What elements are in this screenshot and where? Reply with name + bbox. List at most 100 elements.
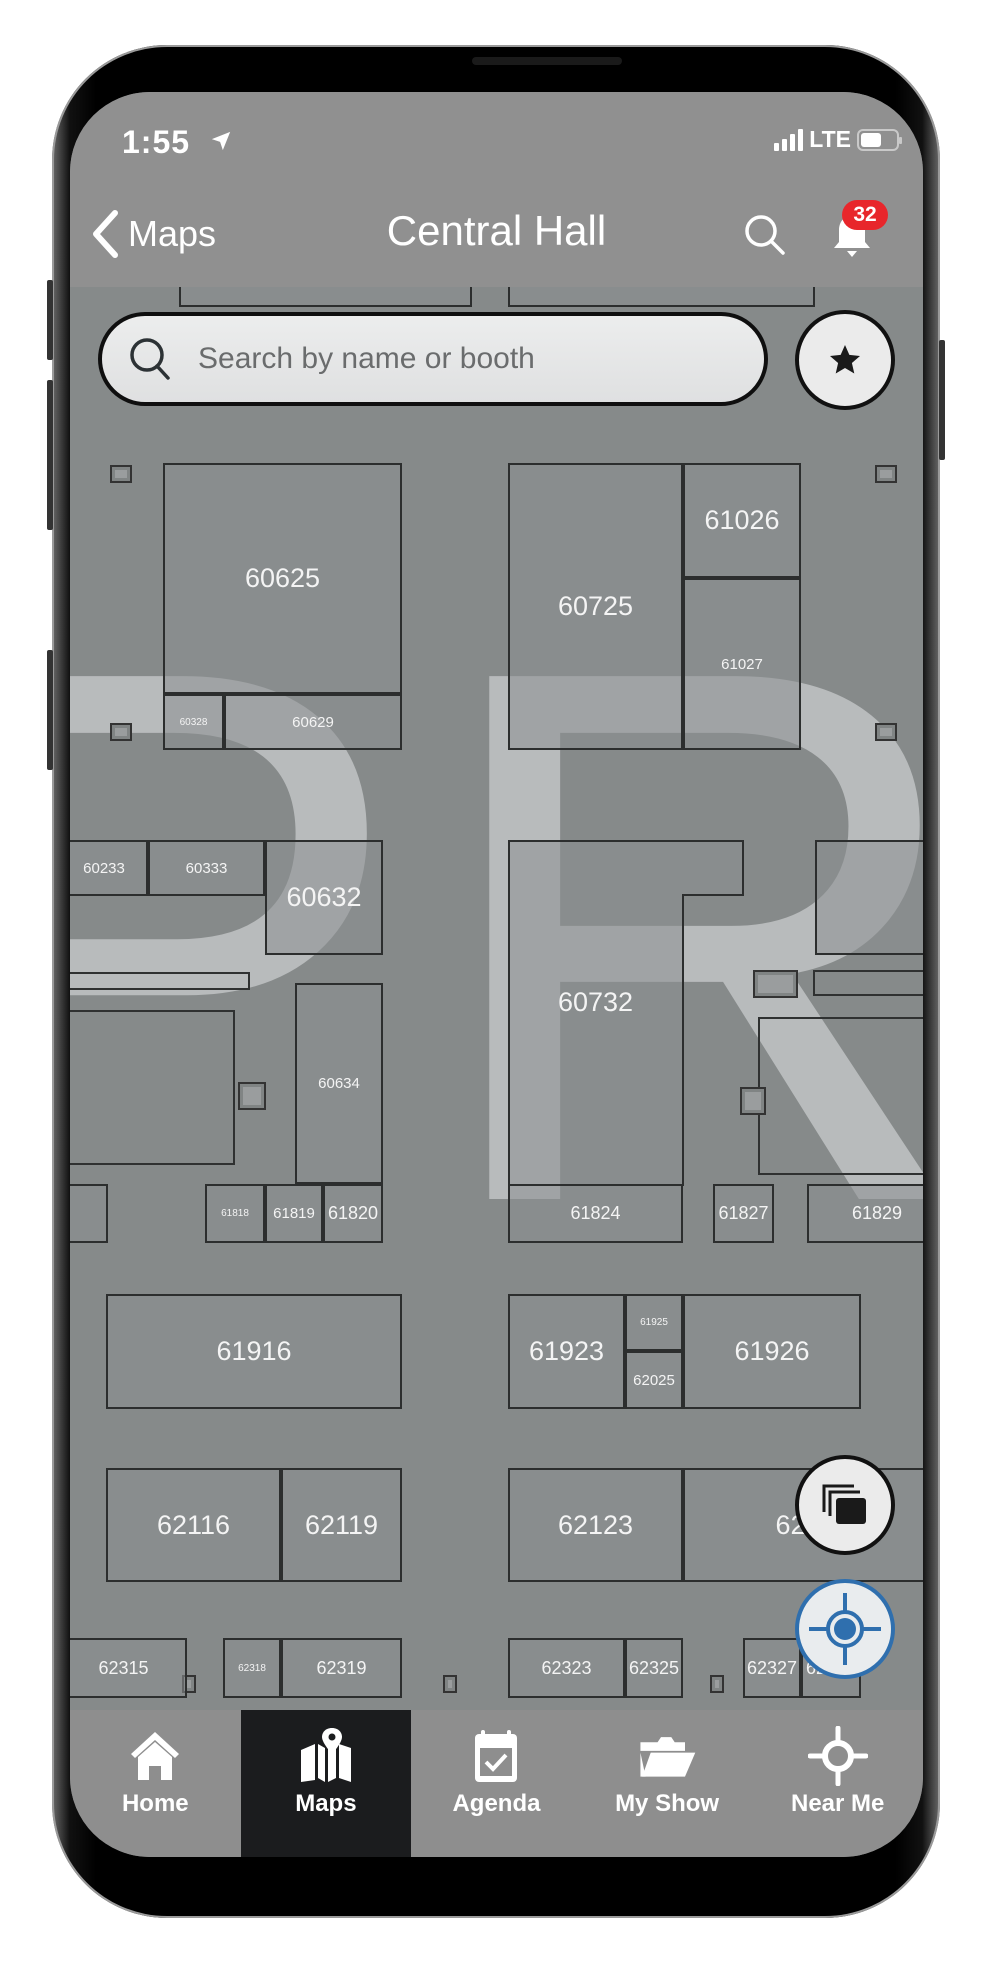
booth-label: 61824: [570, 1203, 621, 1223]
booth-61925[interactable]: 61925: [625, 1294, 683, 1351]
battery-icon: [857, 128, 902, 151]
locate-me-button[interactable]: [795, 1579, 895, 1679]
volume-up-button: [47, 280, 53, 360]
booth-60233[interactable]: 60233: [70, 840, 148, 896]
kiosk-marker: [238, 1082, 266, 1110]
tab-label: Maps: [295, 1790, 357, 1817]
booth-label: 62319: [316, 1657, 367, 1678]
kiosk-marker: [110, 465, 132, 483]
back-label: Maps: [128, 213, 217, 254]
booth-61027[interactable]: 61027: [683, 578, 801, 750]
booth-label: 61923: [528, 1336, 605, 1366]
booth-60328[interactable]: 60328: [163, 694, 224, 750]
booth-label: 60625: [244, 563, 321, 593]
kiosk-marker: [740, 1087, 766, 1115]
tab-label: My Show: [615, 1790, 720, 1817]
crosshair-icon: [807, 1726, 868, 1786]
app-header: 1:55 LTE Maps Central Hall 32: [70, 92, 923, 287]
tab-agenda[interactable]: Agenda: [411, 1710, 582, 1857]
booth-unlabeled-left[interactable]: [70, 1184, 108, 1243]
booth-label: 61829: [851, 1203, 903, 1223]
booth-62323[interactable]: 62323: [508, 1638, 625, 1698]
booth-62319[interactable]: 62319: [281, 1638, 402, 1698]
booth-61818[interactable]: 61818: [205, 1184, 265, 1243]
booth-label: 60629: [292, 713, 334, 731]
tab-maps[interactable]: Maps: [240, 1710, 412, 1857]
booth-62315[interactable]: 62315: [70, 1638, 187, 1698]
layers-icon: [822, 1484, 866, 1524]
volume-down-button: [47, 380, 53, 530]
booth-61819[interactable]: 61819: [265, 1184, 323, 1243]
booth-label: 62325: [628, 1657, 680, 1678]
booth-60629[interactable]: 60629: [224, 694, 402, 750]
booth-62327[interactable]: 62327: [743, 1638, 801, 1698]
booth-62119[interactable]: 62119: [281, 1468, 402, 1582]
search-icon: [130, 338, 170, 380]
booth-62025[interactable]: 62025: [625, 1351, 683, 1409]
booth-61829[interactable]: 61829: [807, 1184, 923, 1243]
kiosk-marker: [875, 465, 897, 483]
search-input[interactable]: [198, 342, 718, 376]
booth-label: 61819: [273, 1205, 315, 1222]
booth-60634[interactable]: 60634: [295, 983, 383, 1184]
tab-home[interactable]: Home: [70, 1710, 241, 1857]
booth-62116[interactable]: 62116: [106, 1468, 281, 1582]
booth-60621[interactable]: 60621: [179, 287, 472, 307]
wall-structure: [758, 1017, 923, 1175]
booth-label: 62025: [633, 1371, 675, 1389]
booth-62325[interactable]: 62325: [625, 1638, 683, 1698]
map-icon: [300, 1728, 351, 1782]
booth-62318[interactable]: 62318: [223, 1638, 281, 1698]
bixby-button: [47, 650, 53, 770]
booth-label: 60328: [179, 716, 208, 728]
search-icon[interactable]: [742, 212, 788, 258]
booth-label: 61026: [704, 505, 780, 535]
booth-61827[interactable]: 61827: [713, 1184, 774, 1243]
tab-my-show[interactable]: My Show: [582, 1710, 753, 1857]
search-bar[interactable]: [98, 312, 768, 406]
crosshair-icon: [809, 1593, 881, 1665]
favorites-button[interactable]: [795, 310, 895, 410]
signal-icon: [774, 128, 804, 151]
booth-label: 62116: [156, 1509, 231, 1540]
layers-button[interactable]: [795, 1455, 895, 1555]
status-time: 1:55: [122, 124, 191, 160]
kiosk-marker: [110, 723, 132, 741]
booth-61923[interactable]: 61923: [508, 1294, 625, 1409]
app-screen: PRO 60732 606216072160625603286062960725…: [70, 92, 923, 1857]
chevron-left-icon: [93, 210, 118, 258]
booth-60632[interactable]: 60632: [265, 840, 383, 955]
tab-label: Home: [121, 1790, 189, 1817]
kiosk-marker: [875, 723, 897, 741]
kiosk-marker: [753, 970, 798, 998]
tab-label: Near Me: [790, 1790, 885, 1817]
tab-near-me[interactable]: Near Me: [752, 1710, 923, 1857]
booth-label: 62323: [541, 1657, 592, 1678]
calendar-check-icon: [475, 1730, 518, 1782]
booth-61026[interactable]: 61026: [683, 463, 801, 578]
booth-61824[interactable]: 61824: [508, 1184, 683, 1243]
booth-60721[interactable]: 60721: [508, 287, 815, 307]
booth-61926[interactable]: 61926: [683, 1294, 861, 1409]
booth-label: 61925: [640, 1317, 668, 1328]
booth-61820[interactable]: 61820: [323, 1184, 383, 1243]
back-button[interactable]: Maps: [90, 209, 216, 259]
booth-unlabeled-right[interactable]: [815, 840, 923, 955]
booth-60625[interactable]: 60625: [163, 463, 402, 694]
power-button: [939, 340, 945, 460]
wall-structure: [813, 970, 923, 996]
booth-label: 62315: [98, 1657, 149, 1678]
booth-label: 61027: [721, 655, 763, 673]
booth-label: 62119: [304, 1509, 379, 1540]
home-icon: [131, 1732, 180, 1780]
booth-label: 60725: [557, 591, 634, 621]
page-title: Central Hall: [386, 207, 607, 254]
booth-label: 61827: [718, 1203, 769, 1223]
booth-60333[interactable]: 60333: [148, 840, 265, 896]
booth-60725[interactable]: 60725: [508, 463, 683, 750]
notification-badge: 32: [842, 200, 888, 230]
floor-map[interactable]: PRO 60732 606216072160625603286062960725…: [70, 287, 923, 1717]
booth-61916[interactable]: 61916: [106, 1294, 402, 1409]
bottom-tab-bar: Home Maps Agenda: [70, 1710, 923, 1857]
booth-62123[interactable]: 62123: [508, 1468, 683, 1582]
